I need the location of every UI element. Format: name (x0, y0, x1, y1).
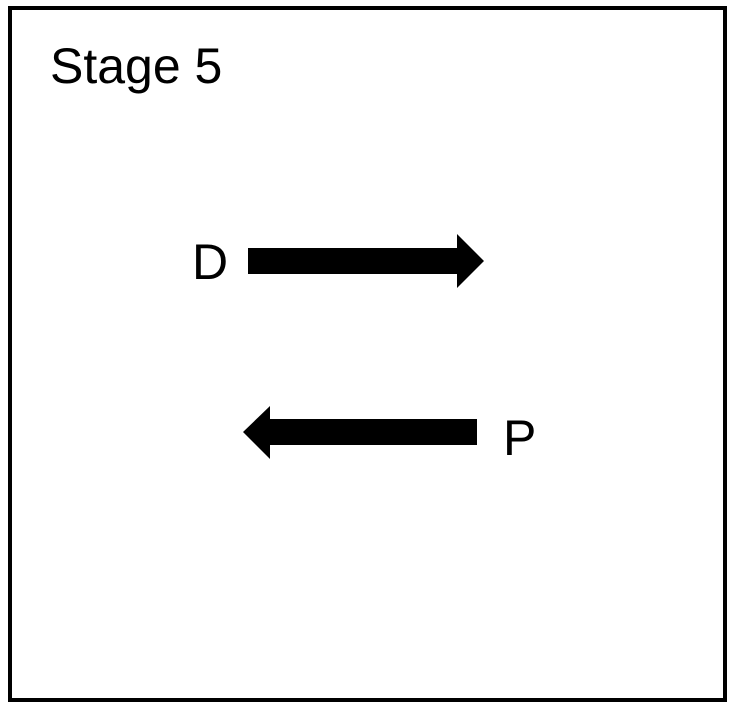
arrow-right-icon (248, 234, 484, 288)
stage-title: Stage 5 (50, 38, 223, 94)
diagram-frame (8, 6, 727, 702)
label-p: P (503, 410, 537, 466)
arrow-left-icon (243, 406, 477, 459)
label-d: D (192, 234, 229, 290)
